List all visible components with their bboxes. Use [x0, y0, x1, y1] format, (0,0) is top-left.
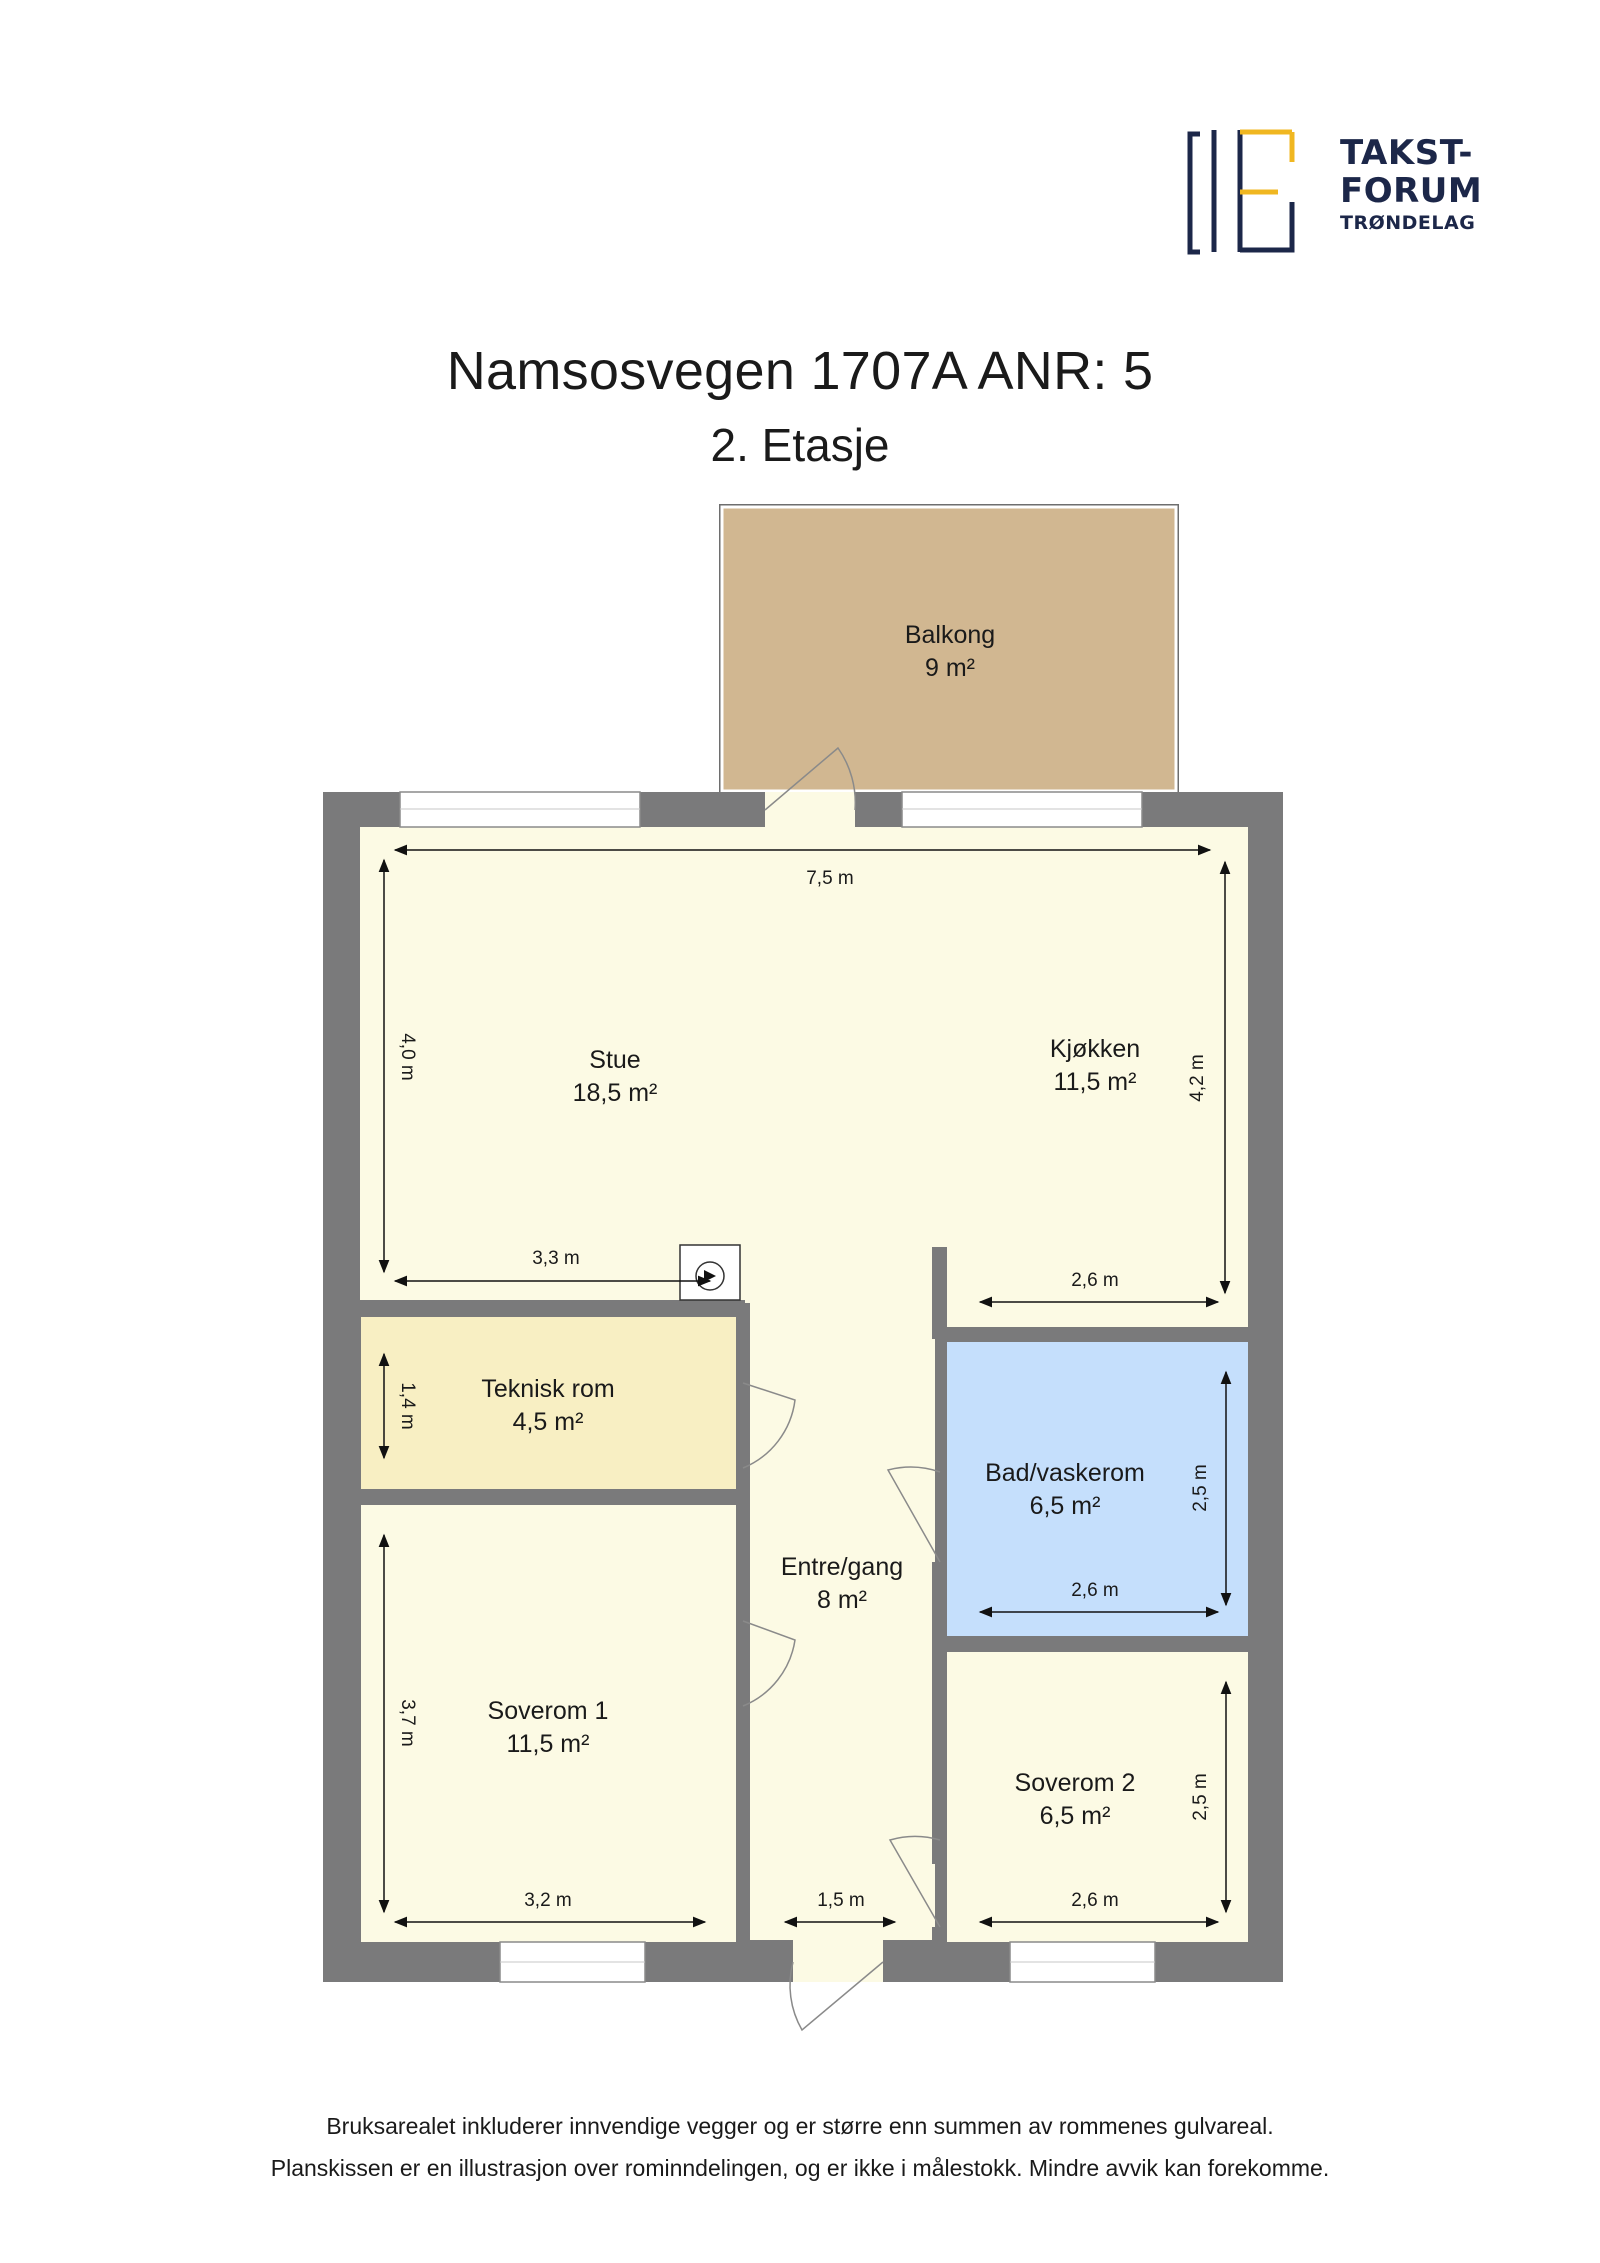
- bathroom-floor: [947, 1342, 1248, 1636]
- dim-soverom-2-width: 2,6 m: [1071, 1890, 1119, 1911]
- room-area-soverom-2: 6,5 m²: [1040, 1802, 1111, 1830]
- dimension-lines: [378, 844, 1232, 1928]
- doors: [742, 746, 941, 2032]
- room-name-entre: Entre/gang: [781, 1553, 903, 1581]
- dim-kjokken-width: 2,6 m: [1071, 1270, 1119, 1291]
- dim-teknisk-height: 1,4 m: [397, 1382, 418, 1430]
- logo-line-3: TRØNDELAG: [1340, 212, 1476, 234]
- balcony-area: [719, 504, 1179, 794]
- logo-line-2: FORUM: [1340, 171, 1483, 211]
- technical-room-door: [742, 1382, 796, 1469]
- room-area-entre: 8 m²: [817, 1586, 867, 1614]
- room-name-kjokken: Kjøkken: [1050, 1035, 1140, 1063]
- takstforum-logo-icon: [1187, 129, 1295, 255]
- company-logo-text: TAKST- FORUM TRØNDELAG: [1340, 136, 1482, 233]
- entry-door: [789, 1961, 884, 2032]
- dim-stue-width: 3,3 m: [532, 1248, 580, 1269]
- living-kitchen-entry-floor: [360, 827, 1248, 1940]
- bathroom-door: [886, 1466, 941, 1563]
- bedroom-2-floor: [947, 1652, 1248, 1942]
- dimension-labels: 7,5 m 4,0 m 4,2 m 3,3 m 2,6 m 1,4 m 2,5 …: [397, 868, 1211, 1911]
- room-area-stue: 18,5 m²: [573, 1079, 658, 1107]
- bedroom-1-door: [742, 1620, 796, 1707]
- dim-soverom-2-height: 2,5 m: [1190, 1773, 1211, 1821]
- page-title: Namsosvegen 1707A ANR: 5: [446, 341, 1154, 401]
- disclaimer-footer: Bruksarealet inkluderer innvendige vegge…: [0, 2105, 1600, 2189]
- footer-line-2: Planskissen er en illustrasjon over romi…: [270, 2155, 1330, 2181]
- room-name-stue: Stue: [589, 1046, 640, 1074]
- chimney-icon: [679, 1244, 741, 1301]
- room-name-balkong: Balkong: [905, 621, 995, 649]
- room-name-teknisk: Teknisk rom: [481, 1375, 614, 1403]
- interior-walls: [361, 1247, 1248, 1942]
- logo-line-1: TAKST-: [1340, 133, 1474, 173]
- dim-total-width: 7,5 m: [806, 868, 854, 889]
- dim-soverom-1-width: 3,2 m: [524, 1890, 572, 1911]
- bedroom-1-floor: [361, 1505, 736, 1942]
- room-name-soverom-2: Soverom 2: [1015, 1769, 1136, 1797]
- dim-stue-height: 4,0 m: [397, 1033, 418, 1081]
- room-labels: Balkong 9 m² Stue 18,5 m² Kjøkken 11,5 m…: [481, 621, 1145, 1830]
- footer-line-1: Bruksarealet inkluderer innvendige vegge…: [326, 2113, 1274, 2139]
- room-area-soverom-1: 11,5 m²: [507, 1730, 590, 1758]
- room-area-balkong: 9 m²: [925, 654, 975, 682]
- room-area-kjokken: 11,5 m²: [1054, 1068, 1137, 1096]
- dim-bad-height: 2,5 m: [1190, 1464, 1211, 1512]
- floor-subtitle: 2. Etasje: [710, 419, 890, 471]
- room-floors: [360, 827, 1248, 1942]
- technical-room-floor: [361, 1317, 736, 1489]
- room-name-soverom-1: Soverom 1: [488, 1697, 609, 1725]
- bedroom-2-door: [888, 1835, 941, 1928]
- room-name-bad: Bad/vaskerom: [985, 1459, 1145, 1487]
- room-area-bad: 6,5 m²: [1030, 1492, 1101, 1520]
- dim-kjokken-height: 4,2 m: [1187, 1054, 1208, 1102]
- balcony-door: [764, 746, 857, 811]
- room-area-teknisk: 4,5 m²: [513, 1408, 584, 1436]
- dim-entre-width: 1,5 m: [817, 1890, 865, 1911]
- dim-bad-width: 2,6 m: [1071, 1580, 1119, 1601]
- dim-soverom-1-height: 3,7 m: [397, 1699, 418, 1747]
